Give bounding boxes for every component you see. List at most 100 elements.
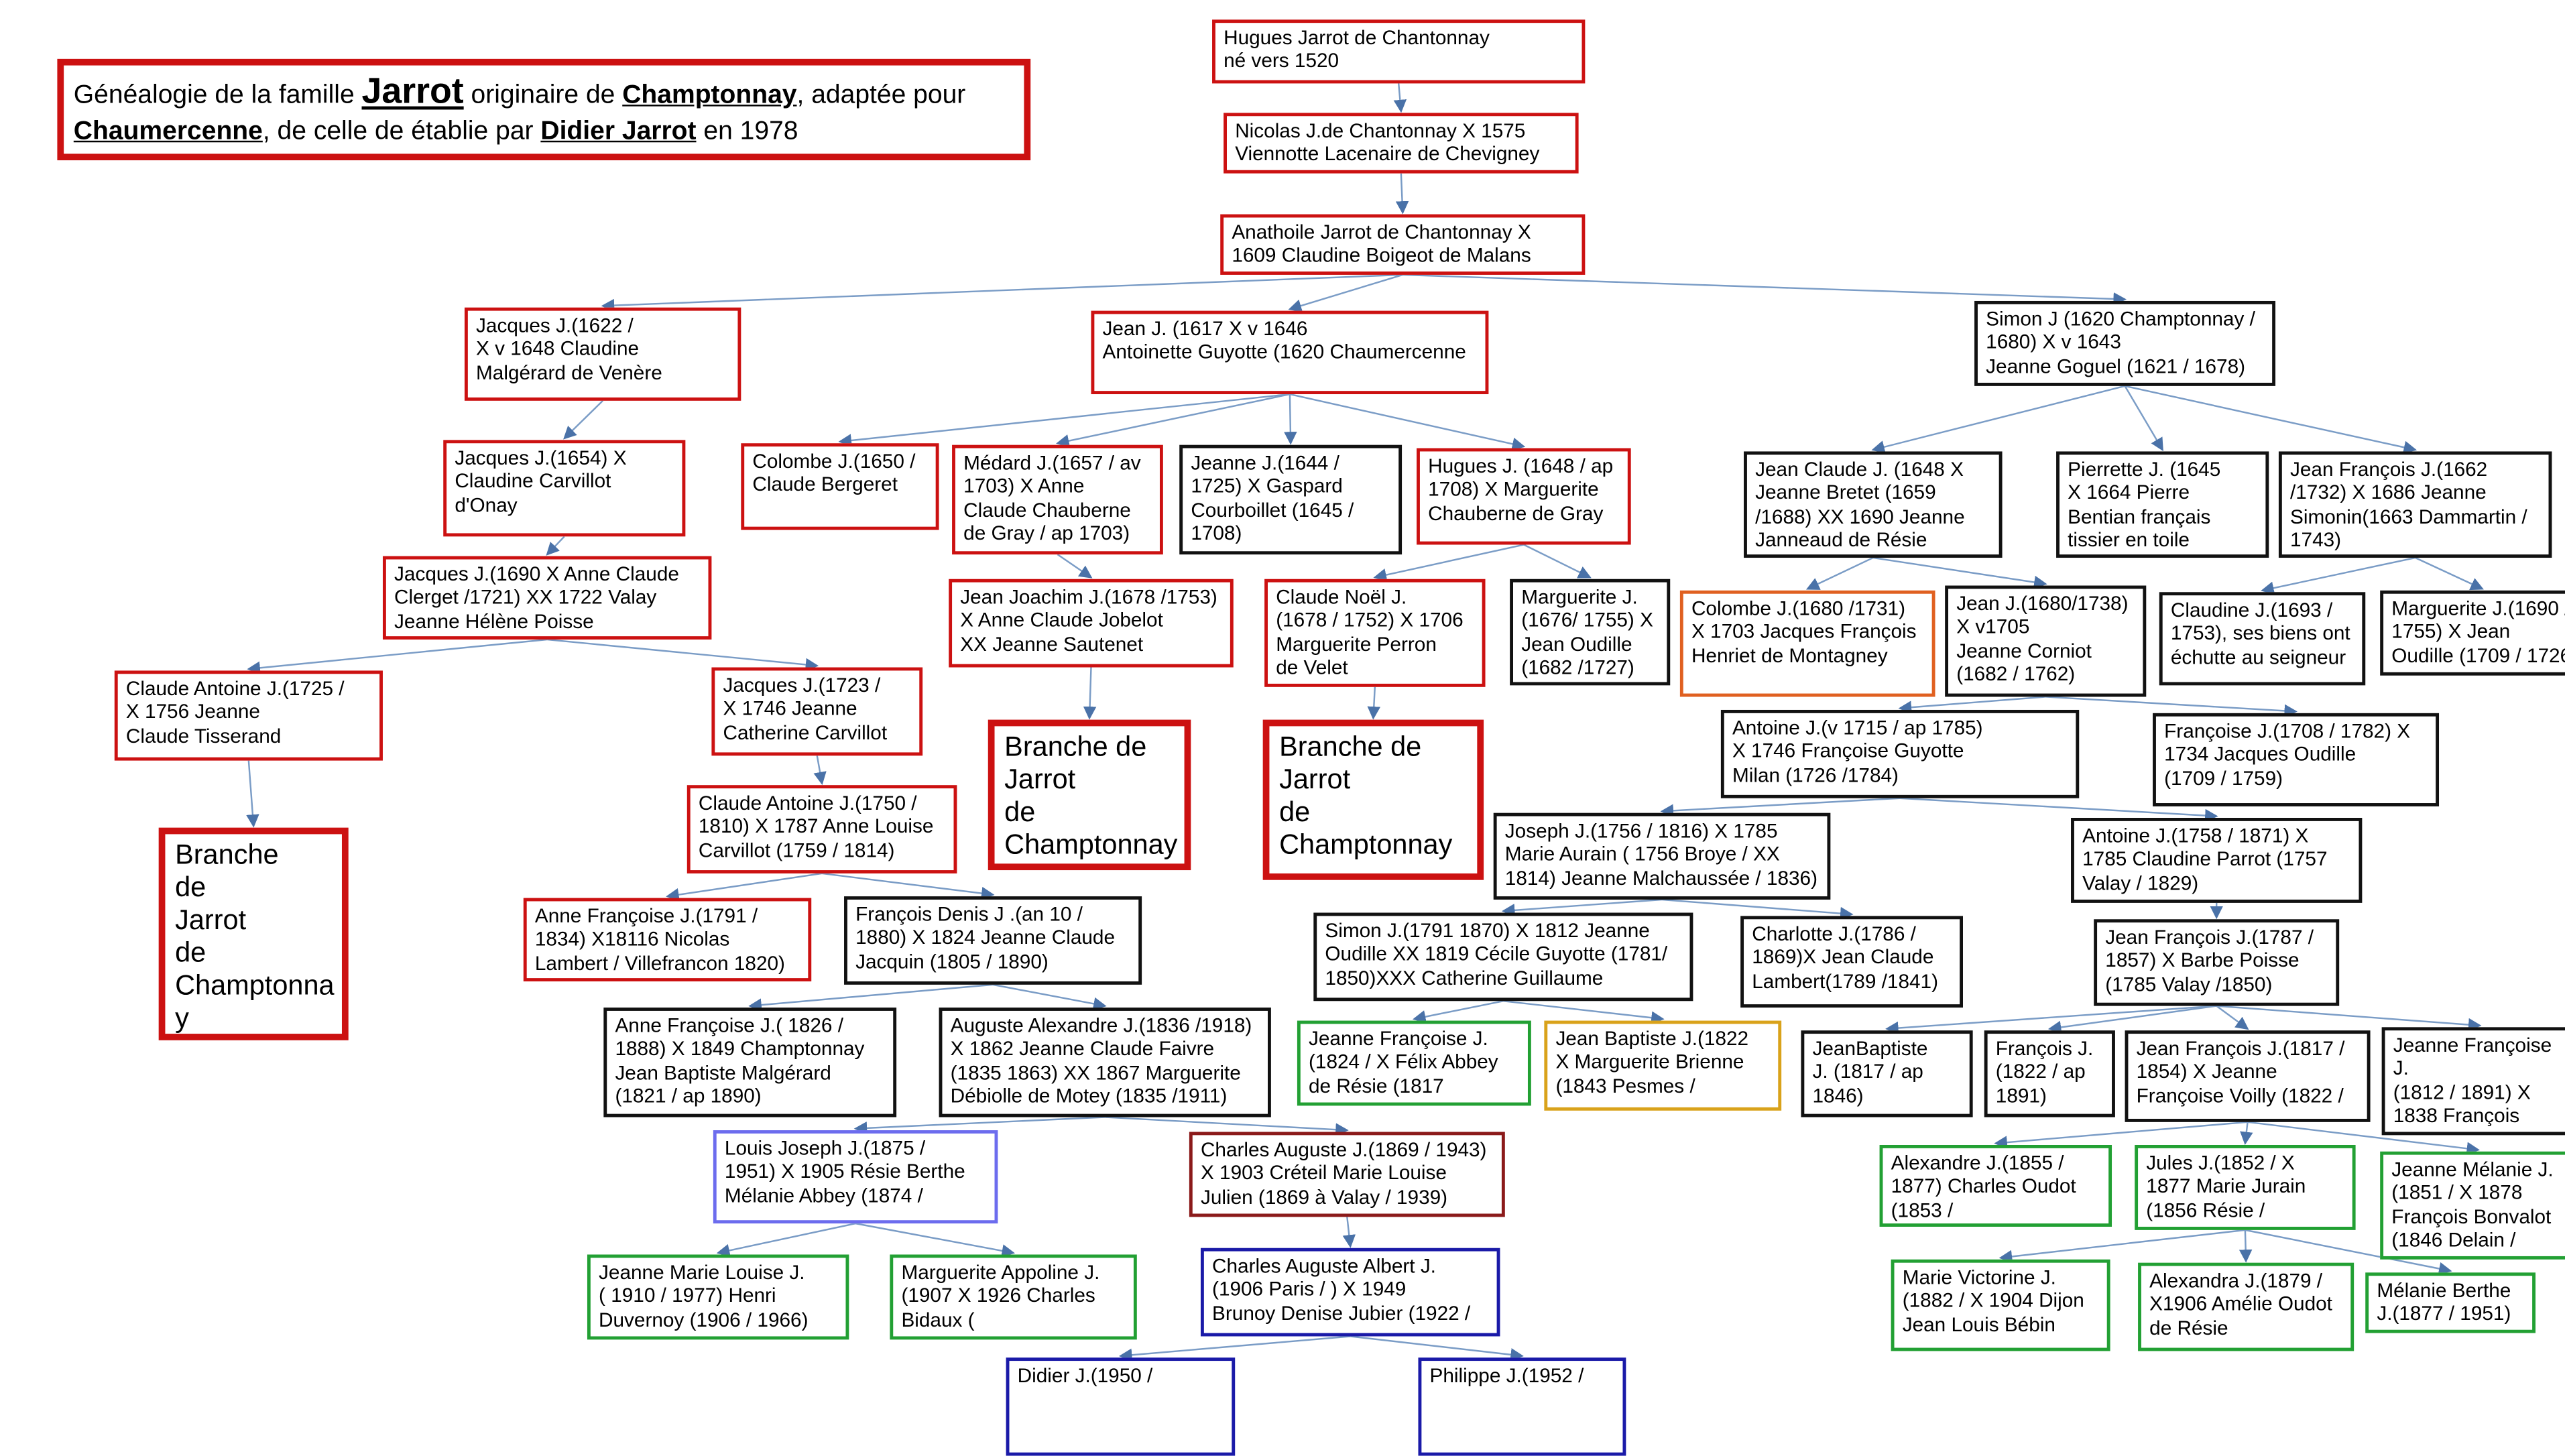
person-box-jeannefrancoise1812: Jeanne Françoise J. (1812 / 1891) X 1838… — [2381, 1027, 2565, 1136]
person-box-alexandra1879: Alexandra J.(1879 / X1906 Amélie Oudot d… — [2138, 1262, 2354, 1351]
title-text-5: en 1978 — [696, 117, 798, 146]
connector-hugues1520-nicolas — [1393, 83, 1407, 113]
connector-claudeantoine1725-branche3 — [246, 760, 259, 828]
connector-antoine1715-antoine1758 — [1899, 797, 2218, 823]
person-box-francoisdenis: François Denis J .(an 10 / 1880) X 1824 … — [844, 896, 1142, 985]
person-box-francoise1708: Françoise J.(1708 / 1782) X 1734 Jacques… — [2153, 713, 2440, 806]
connector-jeanfrancois1662-marguerite1690 — [2415, 556, 2484, 591]
connector-jean1617-jeanne1644 — [1284, 394, 1297, 445]
person-box-jacques1654: Jacques J.(1654) X Claudine Carvillot d'… — [443, 440, 686, 537]
person-box-alexandre1855: Alexandre J.(1855 / 1877) Charles Oudot … — [1879, 1145, 2112, 1227]
connector-claudeantoine1750-annefrancoise1791 — [666, 872, 823, 902]
person-box-jules1852: Jules J.(1852 / X 1877 Marie Jurain (185… — [2135, 1145, 2356, 1230]
connector-jacques1690-jacques1723 — [547, 638, 819, 672]
person-box-claudine1693: Claudine J.(1693 / 1753), ses biens ont … — [2159, 592, 2366, 686]
diagram-title: Généalogie de la famille Jarrot originai… — [57, 58, 1031, 161]
connector-anathoile-jacques1622 — [601, 274, 1403, 312]
connector-jeanfrancois1817-alexandre1855 — [1994, 1121, 2248, 1149]
person-box-claudeantoine1725: Claude Antoine J.(1725 / X 1756 Jeanne C… — [114, 670, 383, 761]
connector-jules1852-marievictorine — [1999, 1229, 2246, 1264]
connector-simon1620-pierrette — [2124, 385, 2163, 452]
person-box-louisjoseph: Louis Joseph J.(1875 / 1951) X 1905 Rési… — [713, 1130, 998, 1224]
connector-jacques1654-jacques1690 — [546, 536, 565, 556]
connector-jeanfrancois1662-claudine1693 — [2261, 556, 2415, 595]
connector-jean1617-medard — [1056, 393, 1291, 448]
person-box-claudeantoine1750: Claude Antoine J.(1750 / 1810) X 1787 An… — [687, 785, 957, 873]
person-box-colombe1650: Colombe J.(1650 / Claude Bergeret — [741, 443, 939, 530]
person-box-jeanfrancois1787: Jean François J.(1787 / 1857) X Barbe Po… — [2094, 919, 2340, 1006]
connector-jean1680-francoise1708 — [2045, 696, 2298, 718]
person-box-charlesaugustealbert: Charles Auguste Albert J. (1906 Paris / … — [1200, 1248, 1500, 1337]
connector-charlesauguste1869-charlesaugustealbert — [1342, 1217, 1356, 1248]
person-box-branche2: Branche de Jarrot de Champtonnay — [1262, 719, 1484, 880]
connector-joseph1756-simon1791 — [1501, 898, 1663, 917]
connector-jeanfrancois1787-francois1822 — [2047, 1005, 2217, 1034]
person-box-medard: Médard J.(1657 / av 1703) X Anne Claude … — [952, 444, 1163, 555]
connector-jules1852-alexandra1879 — [2239, 1229, 2253, 1263]
person-box-simon1791: Simon J.(1791 1870) X 1812 Jeanne Oudill… — [1313, 912, 1693, 1002]
person-box-jean1680: Jean J.(1680/1738) X v1705 Jeanne Cornio… — [1945, 585, 2147, 697]
person-box-jeannemarielouise: Jeanne Marie Louise J. ( 1910 / 1977) He… — [587, 1254, 849, 1340]
connector-jeanfrancois1787-jeannefrancoise1812 — [2216, 1005, 2482, 1032]
title-text-1: Généalogie de la famille — [73, 82, 362, 110]
person-box-antoine1715: Antoine J.(v 1715 / ap 1785) X 1746 Fran… — [1720, 709, 2080, 798]
connector-jacques1690-claudeantoine1725 — [247, 638, 548, 674]
connector-jean1617-hugues1648 — [1289, 393, 1526, 450]
connector-hugues1648-marguerite1676 — [1523, 544, 1592, 579]
person-box-jacques1723: Jacques J.(1723 / X 1746 Jeanne Catherin… — [711, 667, 923, 756]
person-box-jacques1690: Jacques J.(1690 X Anne Claude Clerget /1… — [382, 556, 712, 640]
person-box-jeannefrancoise1824: Jeanne Françoise J. (1824 / X Félix Abbe… — [1297, 1020, 1531, 1106]
person-box-joseph1756: Joseph J.(1756 / 1816) X 1785 Marie Aura… — [1493, 812, 1831, 900]
person-box-jeanjoachim: Jean Joachim J.(1678 /1753) X Anne Claud… — [949, 579, 1234, 668]
connector-medard-jeanjoachim — [1057, 554, 1093, 579]
person-box-marievictorine: Marie Victorine J. (1882 / X 1904 Dijon … — [1891, 1259, 2110, 1351]
connector-auguste1836-charlesauguste1869 — [1105, 1116, 1349, 1136]
title-text-3: , adaptée pour — [796, 82, 966, 110]
connector-antoine1715-joseph1756 — [1660, 797, 1901, 818]
person-box-antoine1758: Antoine J.(1758 / 1871) X 1785 Claudine … — [2071, 818, 2363, 903]
person-box-nicolas: Nicolas J.de Chantonnay X 1575 Viennotte… — [1224, 113, 1579, 174]
person-box-claudenoel: Claude Noël J. (1678 / 1752) X 1706 Marg… — [1264, 579, 1486, 687]
connector-auguste1836-louisjoseph — [853, 1116, 1106, 1135]
connector-jeanfrancois1787-jeanfrancois1817 — [2216, 1005, 2249, 1030]
connector-claudenoel-branche2 — [1367, 686, 1381, 720]
title-family: Jarrot — [361, 70, 464, 111]
title-text-4: , de celle de établie par — [262, 117, 541, 146]
connector-claudeantoine1750-francoisdenis — [821, 872, 995, 900]
person-box-didier: Didier J.(1950 / — [1006, 1357, 1236, 1456]
person-box-francois1822: François J. (1822 / ap 1891) — [1984, 1030, 2115, 1117]
connector-joseph1756-charlotte1786 — [1661, 898, 1854, 920]
connector-jeanclaude1648-jean1680 — [1872, 556, 2047, 589]
person-box-jeanbaptiste1822: Jean Baptiste J.(1822 X Marguerite Brien… — [1544, 1020, 1782, 1111]
connector-anathoile-jean1617 — [1288, 274, 1403, 312]
person-box-melanieberthe: Mélanie Berthe J.(1877 / 1951) — [2365, 1272, 2536, 1333]
person-box-margueriteappoline: Marguerite Appoline J. (1907 X 1926 Char… — [890, 1254, 1137, 1340]
person-box-anathoile: Anathoile Jarrot de Chantonnay X 1609 Cl… — [1220, 214, 1586, 275]
connector-simon1620-jeanfrancois1662 — [2125, 385, 2418, 454]
person-box-branche3: Branche de Jarrot de Champtonna y — [158, 827, 349, 1040]
person-box-hugues1648: Hugues J. (1648 / ap 1708) X Marguerite … — [1417, 448, 1631, 545]
connector-jeanfrancois1817-jules1852 — [2240, 1121, 2253, 1145]
person-box-pierrette: Pierrette J. (1645 X 1664 Pierre Bentian… — [2056, 451, 2269, 558]
person-box-annefrancoise1826: Anne Françoise J.( 1826 / 1888) X 1849 C… — [603, 1008, 897, 1117]
connector-simon1791-jeanbaptiste1822 — [1503, 1000, 1665, 1024]
title-author: Didier Jarrot — [540, 117, 697, 146]
connector-jacques1723-claudeantoine1750 — [813, 755, 827, 786]
connector-jeanclaude1648-colombe1680 — [1805, 556, 1874, 590]
title-origin: Champtonnay — [622, 82, 797, 110]
person-box-jeanfrancois1662: Jean François J.(1662 /1732) X 1686 Jean… — [2278, 451, 2552, 558]
connector-jeanfrancois1817-jeannemelanie — [2247, 1121, 2481, 1155]
person-box-jeanfrancois1817: Jean François J.(1817 / 1854) X Jeanne F… — [2125, 1030, 2371, 1122]
connector-simon1620-jeanclaude1648 — [1871, 385, 2125, 454]
title-text-2: originaire de — [463, 82, 623, 110]
connector-charlesaugustealbert-philippe — [1350, 1335, 1524, 1361]
connector-jacques1622-jacques1654 — [563, 400, 603, 440]
connector-charlesaugustealbert-didier — [1118, 1335, 1351, 1362]
person-box-colombe1680: Colombe J.(1680 /1731) X 1703 Jacques Fr… — [1679, 590, 1935, 697]
connector-anathoile-simon1620 — [1403, 274, 2127, 306]
person-box-auguste1836: Auguste Alexandre J.(1836 /1918) X 1862 … — [939, 1008, 1271, 1117]
person-box-annefrancoise1791: Anne Françoise J.(1791 / 1834) X18116 Ni… — [523, 898, 812, 981]
person-box-jacques1622: Jacques J.(1622 / X v 1648 Claudine Malg… — [464, 307, 741, 401]
person-box-marguerite1676: Marguerite J. (1676/ 1755) X Jean Oudill… — [1510, 579, 1671, 686]
